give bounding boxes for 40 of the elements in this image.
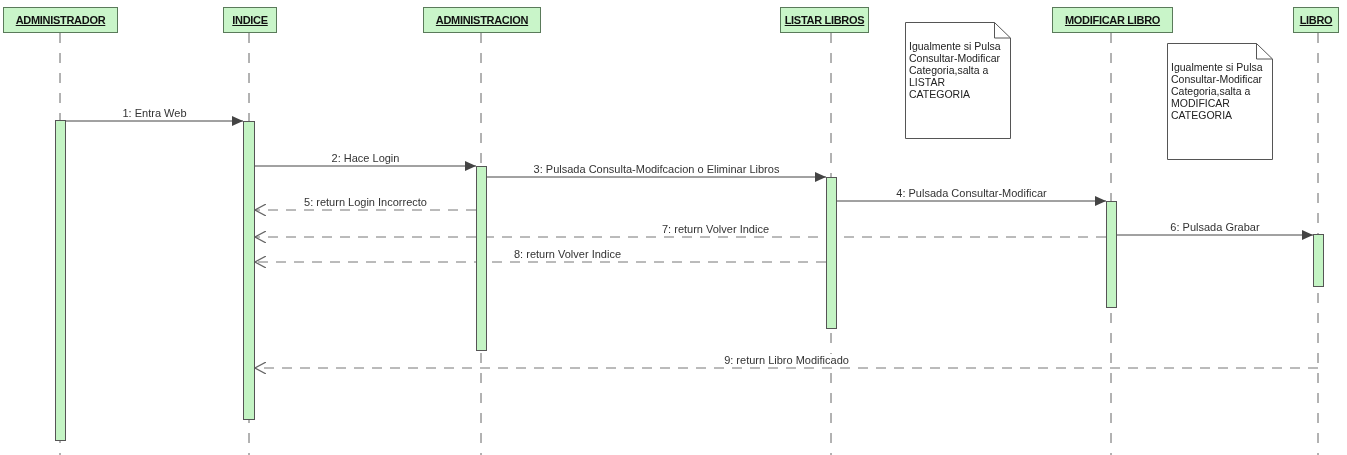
message-arrow: [1116, 230, 1314, 240]
message-arrow: [836, 196, 1107, 206]
object-name: ADMINISTRADOR: [15, 14, 106, 26]
activation-bar: [476, 166, 487, 351]
object-name: LIBRO: [1299, 14, 1333, 26]
return-message-arrow: [254, 255, 827, 269]
note: [1167, 43, 1273, 160]
return-message-arrow: [254, 361, 1319, 375]
activation-bar: [1313, 234, 1324, 287]
note: [905, 22, 1011, 139]
lifeline-header: [223, 7, 277, 33]
activation-bar: [826, 177, 837, 329]
message-label: 9: return Libro Modificado: [722, 354, 851, 366]
lifeline-header: [1052, 7, 1173, 33]
message-label: 8: return Volver Indice: [512, 248, 623, 260]
lifeline-header: [3, 7, 118, 33]
message-label: 5: return Login Incorrecto: [302, 196, 429, 208]
message-arrow: [65, 116, 244, 126]
message-label: 1: Entra Web: [120, 107, 189, 119]
message-label: 4: Pulsada Consultar-Modificar: [894, 187, 1049, 199]
object-name: LISTAR LIBROS: [784, 14, 865, 26]
message-label: 6: Pulsada Grabar: [1168, 221, 1262, 233]
lifeline-header: [423, 7, 541, 33]
activation-bar: [1106, 201, 1117, 308]
note-text: Igualmente si Pulsa Consultar-Modificar Categoria,salta a MODIFICAR CATEGORIA: [1171, 61, 1264, 121]
message-label: 7: return Volver Indice: [660, 223, 771, 235]
lifeline-header: [1293, 7, 1339, 33]
object-name: INDICE: [232, 14, 268, 26]
message-label: 3: Pulsada Consulta-Modifcacion o Eliminar Libros: [531, 163, 782, 175]
lifeline-header: [780, 7, 869, 33]
message-label: 2: Hace Login: [329, 152, 402, 164]
message-arrow: [486, 172, 827, 182]
return-message-arrow: [254, 230, 1107, 244]
activation-bar: [55, 120, 66, 441]
return-message-arrow: [254, 203, 477, 217]
message-arrow: [254, 161, 477, 171]
activation-bar: [243, 121, 255, 420]
object-name: ADMINISTRACION: [435, 14, 529, 26]
note-text: Igualmente si Pulsa Consultar-Modificar Categoria,salta a LISTAR CATEGORIA: [909, 40, 1002, 100]
object-name: MODIFICAR LIBRO: [1064, 14, 1161, 26]
